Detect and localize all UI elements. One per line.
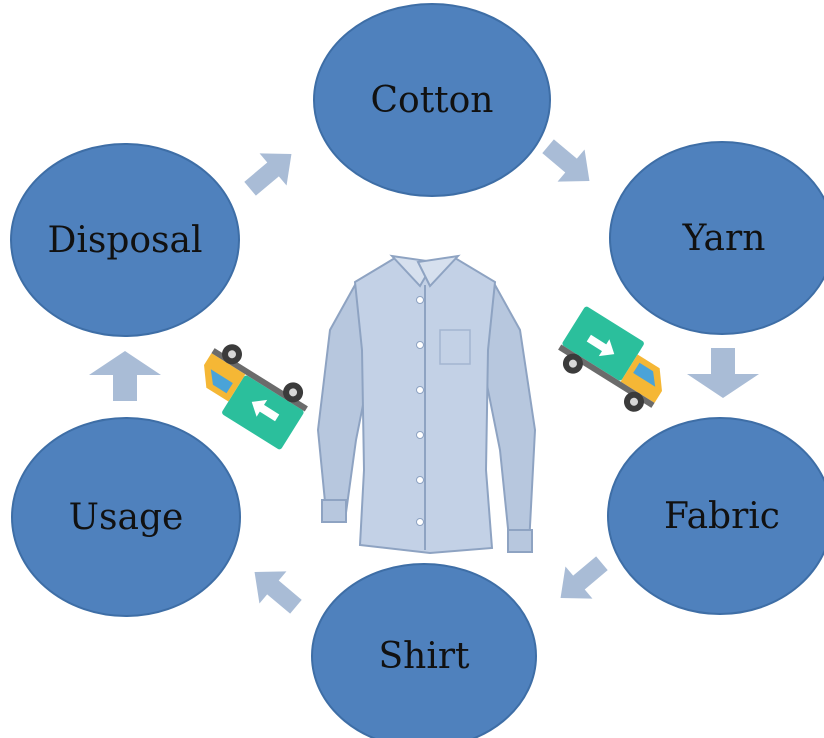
- arrow-icon-usage-to-disposal: [89, 351, 161, 401]
- node-yarn: Yarn: [609, 141, 824, 335]
- truck-icon: [204, 344, 308, 450]
- truck-icon: [558, 306, 662, 412]
- node-label-disposal: Disposal: [47, 220, 202, 261]
- arrow-icon-yarn-to-fabric: [687, 348, 759, 398]
- arrow-icon-fabric-to-shirt: [560, 556, 608, 599]
- shirt-icon: [316, 254, 537, 555]
- node-label-cotton: Cotton: [370, 80, 493, 121]
- node-fabric: Fabric: [607, 417, 824, 615]
- node-label-fabric: Fabric: [664, 496, 780, 537]
- arrow-icon-shirt-to-usage: [254, 571, 302, 614]
- node-label-usage: Usage: [69, 497, 184, 538]
- arrow-icon-disposal-to-cotton: [244, 153, 292, 196]
- node-usage: Usage: [11, 417, 241, 617]
- arrow-icon-cotton-to-yarn: [542, 139, 590, 182]
- node-label-yarn: Yarn: [682, 218, 766, 259]
- node-cotton: Cotton: [313, 3, 551, 197]
- node-shirt: Shirt: [311, 563, 537, 738]
- node-label-shirt: Shirt: [378, 636, 470, 677]
- node-disposal: Disposal: [10, 143, 240, 337]
- cycle-arrows: [89, 139, 759, 614]
